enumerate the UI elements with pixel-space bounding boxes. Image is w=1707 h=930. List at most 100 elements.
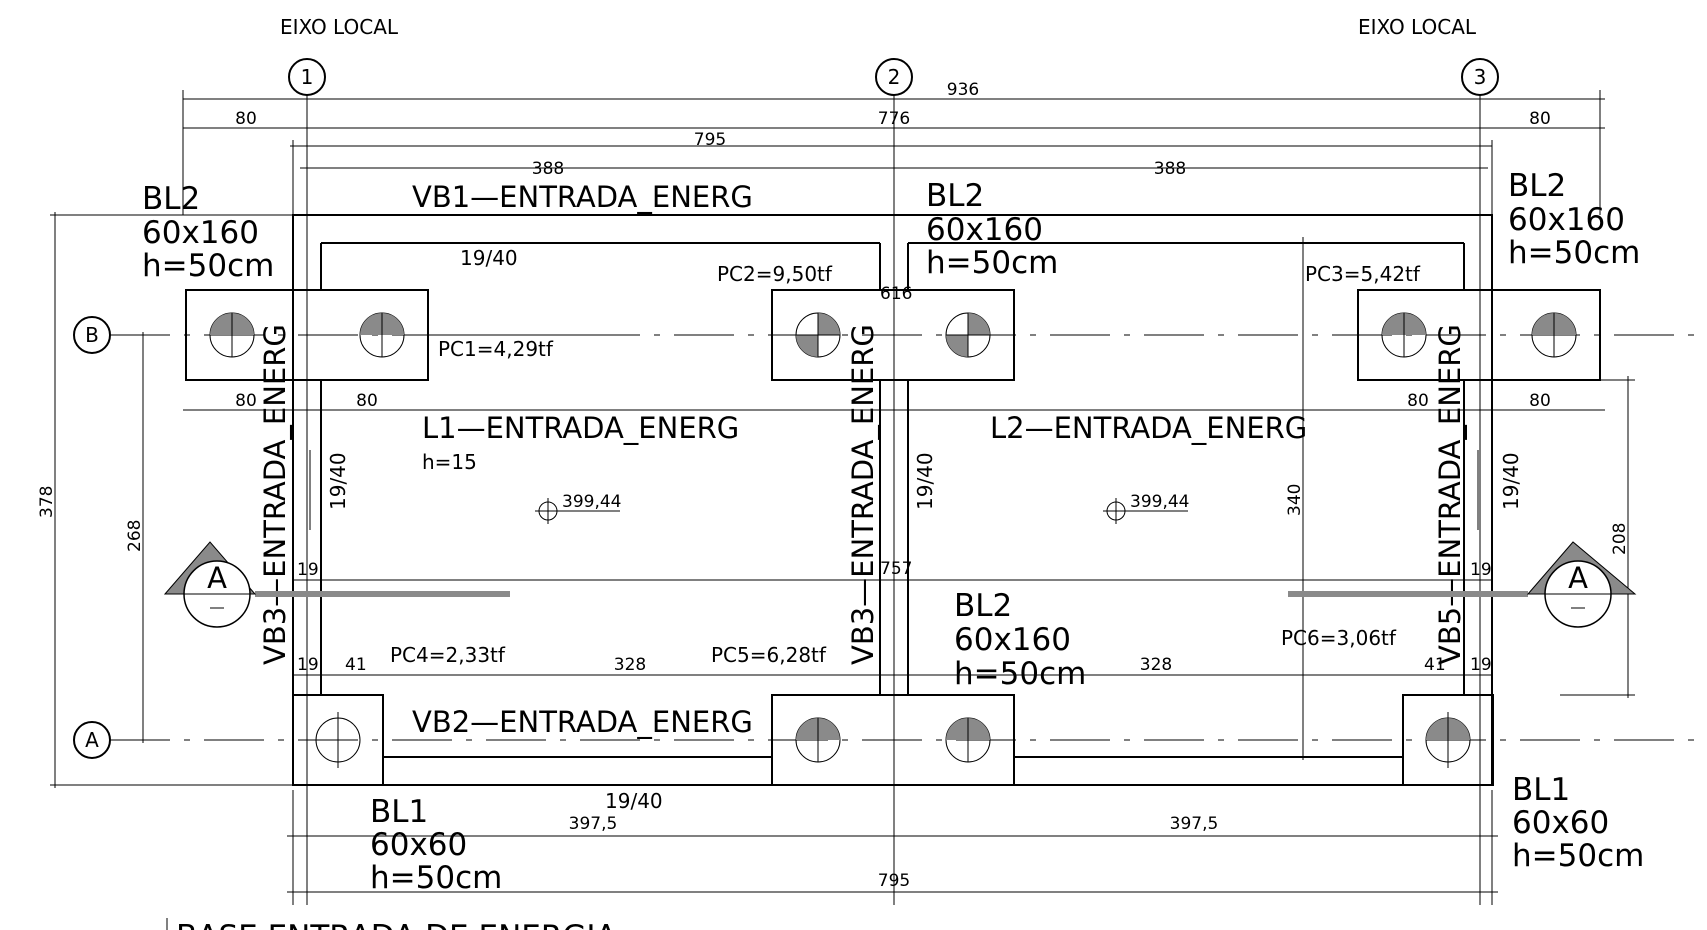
block-height: h=50cm <box>142 248 274 284</box>
pile-icon <box>315 712 361 768</box>
dim-vertical-378: 378 <box>37 212 293 788</box>
dim-19-left-1: 19 <box>297 560 319 580</box>
pile-icon <box>945 312 991 358</box>
beam-section-right: 19/40 <box>1499 452 1523 510</box>
pile-icon <box>359 312 405 358</box>
dim-chain-795-top: 795 <box>290 130 1493 215</box>
axis-label-left: EIXO LOCAL <box>280 15 399 39</box>
level-marker-l2: 399,44 <box>1103 492 1189 524</box>
block-label-bl2-right: BL2 60x160 h=50cm <box>1508 168 1640 271</box>
load-pc2: PC2=9,50tf <box>717 262 833 286</box>
block-size: 60x160 <box>142 215 259 251</box>
block-label-bl1-right: BL1 60x60 h=50cm <box>1512 772 1644 874</box>
pile-icon <box>209 312 255 358</box>
block-name: BL2 <box>1508 168 1566 204</box>
slab-l1-name: L1—ENTRADA_ENERG <box>422 411 739 445</box>
pile-symbols <box>209 312 1577 768</box>
block-height: h=50cm <box>370 860 502 896</box>
block-name: BL1 <box>370 794 428 830</box>
dim-41-left: 41 <box>345 655 367 675</box>
dim-overall: 936 <box>947 80 979 100</box>
load-pc3: PC3=5,42tf <box>1305 262 1421 286</box>
block-size: 60x60 <box>370 827 467 863</box>
load-pc5: PC5=6,28tf <box>711 643 827 667</box>
dim-bottom-3975-right: 397,5 <box>1170 814 1219 834</box>
block-height: h=50cm <box>926 245 1058 281</box>
dim-chain-overall: 936 <box>182 80 1605 215</box>
grid-bubble-B-label: B <box>85 323 99 347</box>
beam-section-top: 19/40 <box>460 246 518 270</box>
load-pc4: PC4=2,33tf <box>390 643 506 667</box>
block-bl2-left-outline <box>185 289 429 381</box>
block-label-bl2-mid: BL2 60x160 h=50cm <box>926 178 1058 281</box>
pile-icon <box>945 717 991 763</box>
grid-bubble-3-label: 3 <box>1474 65 1487 89</box>
block-label-bl2-left: BL2 60x160 h=50cm <box>142 181 274 284</box>
beam-label-vb5: VB5—ENTRADA_ENERG <box>1433 324 1467 665</box>
dim-bottom-795: 795 <box>878 871 910 891</box>
block-name: BL2 <box>926 178 984 214</box>
dim-757: 757 <box>880 559 912 579</box>
dim-top-795: 795 <box>694 130 726 150</box>
block-height: h=50cm <box>1512 838 1644 874</box>
beam-label-vb3-left: VB3—ENTRADA_ENERG <box>258 324 292 665</box>
dim-340: 340 <box>1285 484 1305 516</box>
block-size: 60x160 <box>954 622 1071 658</box>
block-name: BL2 <box>954 588 1012 624</box>
dim-19-right-2: 19 <box>1470 655 1492 675</box>
load-pc6: PC6=3,06tf <box>1281 626 1397 650</box>
block-bl2-bottom-outline <box>771 694 1015 786</box>
dim-328-left: 328 <box>614 655 646 675</box>
beam-label-vb2: VB2—ENTRADA_ENERG <box>412 705 753 739</box>
grid-bubble-1: 1 <box>288 58 326 905</box>
dim-208: 208 <box>1610 523 1630 555</box>
beam-section-mid: 19/40 <box>913 452 937 510</box>
beam-label-vb1: VB1—ENTRADA_ENERG <box>412 180 753 214</box>
dim-bottom-3975-left: 397,5 <box>569 814 618 834</box>
block-label-bl1-left: BL1 60x60 h=50cm <box>370 794 502 896</box>
dim-19-left-2: 19 <box>297 655 319 675</box>
dim-right-80: 80 <box>1529 109 1551 129</box>
dim-616: 616 <box>880 284 912 304</box>
pile-icon <box>795 312 841 358</box>
pile-icon <box>1381 312 1427 358</box>
block-bl1-left-outline <box>292 694 384 786</box>
block-size: 60x60 <box>1512 805 1609 841</box>
block-height: h=50cm <box>954 656 1086 692</box>
dim-378: 378 <box>37 486 57 518</box>
block-size: 60x160 <box>1508 202 1625 238</box>
level-l1: 399,44 <box>562 492 621 512</box>
block-name: BL2 <box>142 181 200 217</box>
slab-l1-thickness: h=15 <box>422 450 477 474</box>
block-bl1-right-outline <box>1402 694 1494 786</box>
grid-bubble-3: 3 <box>1461 58 1499 905</box>
pile-icon <box>1531 312 1577 358</box>
block-size: 60x160 <box>926 212 1043 248</box>
block-label-bl2-bottom: BL2 60x160 h=50cm <box>954 588 1086 692</box>
section-marker-left-label: A <box>207 561 227 595</box>
dim-vertical-268: 268 <box>125 332 145 743</box>
dim-vertical-208: 208 <box>1560 376 1635 698</box>
grid-bubble-1-label: 1 <box>301 65 314 89</box>
block-height: h=50cm <box>1508 235 1640 271</box>
dim-41-right: 41 <box>1424 655 1446 675</box>
section-marker-right: A <box>1288 541 1637 628</box>
section-marker-left: A <box>163 541 510 628</box>
dim-chain-bottom-3975: 397,5 397,5 <box>287 790 1498 905</box>
level-l2: 399,44 <box>1130 492 1189 512</box>
beam-frame <box>292 214 1493 786</box>
block-name: BL1 <box>1512 772 1570 808</box>
block-bl2-mid-outline <box>771 289 1015 381</box>
beam-section-bottom: 19/40 <box>605 789 663 813</box>
load-pc1: PC1=4,29tf <box>438 337 554 361</box>
level-marker-l1: 399,44 <box>535 492 621 524</box>
dim-left-80: 80 <box>235 109 257 129</box>
beam-label-vb3-mid: VB3—ENTRADA_ENERG <box>846 324 880 665</box>
drawing-title: BASE ENTRADA DE ENERGIA <box>176 919 617 930</box>
dim-19-right-1: 19 <box>1470 560 1492 580</box>
dim-bl-left-80a: 80 <box>235 391 257 411</box>
dim-left-388: 388 <box>532 159 564 179</box>
beam-section-left: 19/40 <box>326 452 350 510</box>
dim-vertical-340: 340 <box>1285 237 1305 760</box>
